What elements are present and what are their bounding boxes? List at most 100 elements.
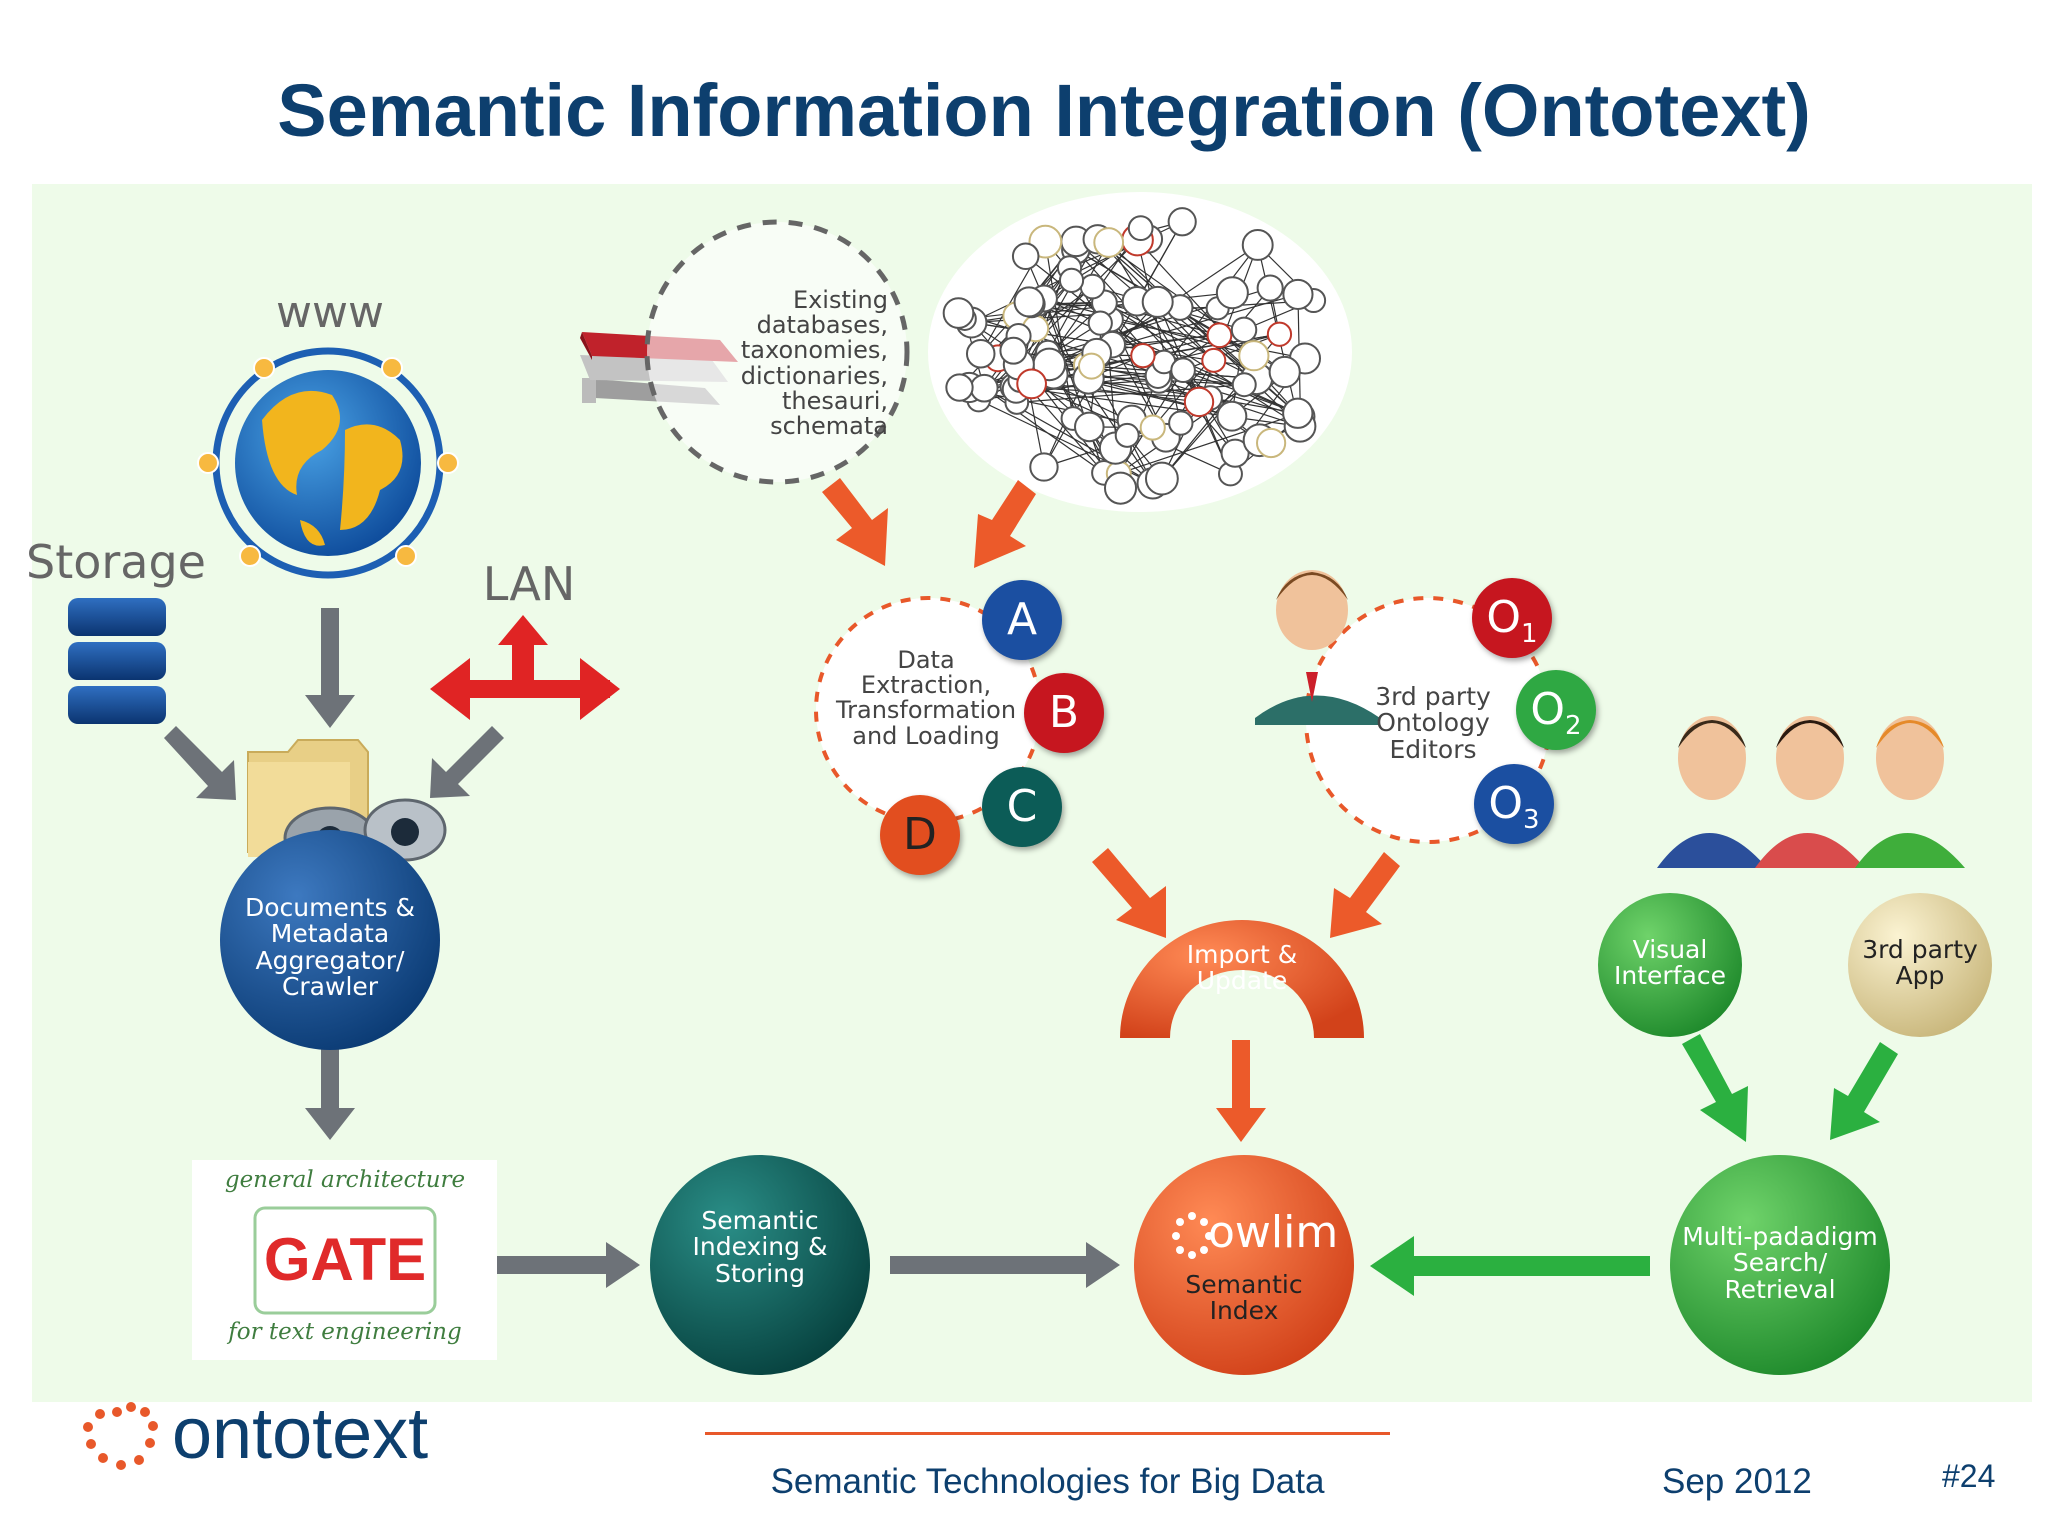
network-node — [1268, 355, 1301, 389]
network-edge — [1104, 302, 1257, 380]
ontology-badge-2: O2 — [1516, 670, 1596, 750]
etl-badge-c: C — [982, 767, 1062, 847]
etl-badge-d: D — [880, 795, 960, 875]
network-edge — [1044, 241, 1074, 419]
network-node — [965, 338, 996, 369]
network-node — [1144, 461, 1179, 496]
etl-badge-a: A — [982, 580, 1062, 660]
network-node — [1029, 452, 1059, 482]
third-party-app-label: 3rd party App — [1862, 935, 1978, 991]
network-node — [1167, 207, 1197, 237]
ontology-editors-label: 3rd party Ontology Editors — [1375, 682, 1491, 764]
green-arrows — [1370, 1034, 1898, 1296]
slide-title: Semantic Information Integration (Ontote… — [277, 69, 1811, 152]
network-node — [1241, 229, 1274, 261]
network-edge — [1161, 384, 1245, 479]
etl-label: Data Extraction, Transformation and Load… — [836, 646, 1017, 750]
network-node — [1183, 386, 1215, 418]
network-edge — [1013, 386, 1301, 427]
network-node — [1130, 342, 1156, 369]
owlim-brand: owlim — [1208, 1207, 1339, 1258]
gate-top-text: general architecture — [224, 1167, 466, 1193]
semantic-indexing-label: Semantic Indexing & Storing — [692, 1206, 828, 1288]
network-node — [999, 336, 1028, 365]
network-node — [1282, 397, 1314, 429]
multiparadigm-node — [1670, 1155, 1890, 1375]
network-edge — [1182, 333, 1280, 371]
semantic-indexing-node — [650, 1155, 870, 1375]
network-node — [1141, 285, 1174, 318]
import-update-label: Import & Update — [1186, 940, 1298, 996]
ontology-badge-3: O3 — [1474, 764, 1554, 844]
network-node — [1087, 310, 1113, 336]
lan-label: LAN — [482, 557, 576, 611]
editor-person-icon — [1255, 570, 1380, 725]
gate-bottom-text: for text engineering — [228, 1319, 462, 1345]
network-node — [1216, 400, 1248, 432]
network-node — [1238, 340, 1270, 372]
network-node — [945, 373, 974, 402]
network-edge — [1118, 413, 1298, 475]
network-node — [1231, 372, 1257, 398]
gate-name: GATE — [263, 1226, 427, 1293]
footer-center-text: Semantic Technologies for Big Data — [770, 1462, 1325, 1501]
network-node — [942, 297, 975, 329]
www-label: www — [276, 287, 384, 338]
network-node — [1079, 273, 1106, 300]
network-node — [1256, 427, 1287, 459]
import-update-node — [1120, 920, 1364, 1038]
owlim-label: Semantic Index — [1185, 1270, 1303, 1326]
owlim-dots-icon — [1172, 1212, 1213, 1259]
ontotext-logo-text: ontotext — [172, 1394, 429, 1474]
ontology-network-graphic — [928, 192, 1352, 512]
gate-logo — [192, 1160, 497, 1360]
lan-arrows-icon — [430, 615, 620, 720]
network-edge — [983, 387, 1105, 474]
users-group-icon — [1657, 716, 1965, 868]
network-node — [1058, 267, 1085, 293]
owlim-node — [1134, 1155, 1354, 1375]
network-node — [1256, 274, 1284, 302]
network-node — [1127, 215, 1154, 242]
network-node — [1266, 321, 1293, 347]
network-node — [1011, 242, 1040, 271]
storage-label: Storage — [26, 535, 206, 589]
footer-rule — [705, 1432, 1390, 1435]
network-node — [1114, 422, 1140, 448]
multiparadigm-label: Multi-padadigm Search/ Retrieval — [1682, 1222, 1878, 1304]
network-node — [1170, 357, 1196, 384]
ontotext-logo-icon — [83, 1402, 158, 1470]
network-edge — [1108, 242, 1301, 427]
slide-number: #24 — [1942, 1458, 1996, 1494]
aggregator-label: Documents & Metadata Aggregator/ Crawler — [245, 893, 415, 1001]
network-node — [969, 373, 999, 403]
footer-date: Sep 2012 — [1662, 1462, 1812, 1501]
network-node — [1074, 411, 1105, 443]
network-node — [1230, 316, 1258, 344]
orange-arrows — [822, 478, 1400, 1142]
visual-interface-node — [1598, 893, 1742, 1037]
existing-sources-label: Existing databases, taxonomies, dictiona… — [740, 286, 888, 440]
network-node — [1016, 368, 1047, 400]
gray-arrows — [164, 608, 1120, 1288]
network-edge — [1047, 242, 1110, 353]
network-node — [1077, 352, 1105, 380]
etl-badge-b: B — [1024, 673, 1104, 753]
network-node — [1139, 414, 1166, 441]
storage-icon — [68, 598, 166, 724]
aggregator-node — [220, 830, 440, 1050]
visual-interface-label: Visual Interface — [1614, 935, 1726, 991]
network-node — [1201, 347, 1227, 373]
network-node — [1013, 286, 1045, 318]
network-node — [1220, 438, 1250, 468]
third-party-app-node — [1848, 893, 1992, 1037]
network-node — [1206, 322, 1233, 349]
globe-icon — [197, 347, 459, 579]
network-edge — [1108, 242, 1236, 454]
ontology-badge-1: O1 — [1472, 578, 1552, 658]
network-node — [1168, 410, 1194, 436]
existing-sources-outline — [644, 219, 910, 485]
network-node — [1093, 227, 1125, 258]
network-node — [1282, 278, 1314, 310]
